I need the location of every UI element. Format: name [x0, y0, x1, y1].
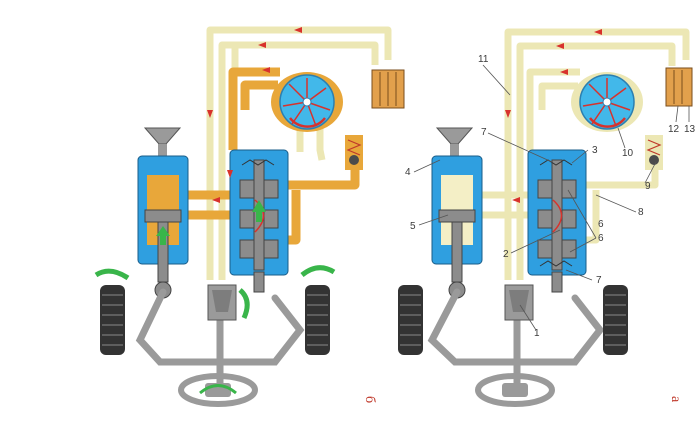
leader-lines [413, 64, 690, 331]
green-arrows-left [94, 265, 336, 320]
cooler-left [371, 69, 405, 109]
wheel-right-a [398, 285, 423, 355]
callout-3: 3 [592, 145, 598, 156]
flow-arrows-right [505, 29, 602, 203]
callout-4: 4 [405, 167, 411, 178]
callout-5: 5 [410, 221, 416, 232]
wheel-left-b [305, 285, 330, 355]
callout-6a: 6 [598, 233, 604, 244]
callout-7a: 7 [481, 127, 487, 138]
power-cylinder-right [431, 155, 483, 299]
callout-7b: 7 [596, 275, 602, 286]
callout-8: 8 [638, 207, 644, 218]
flow-arrows-left [207, 27, 302, 203]
steering-wheel-left [178, 373, 258, 407]
cooler-right [665, 67, 693, 107]
reservoir-right [435, 127, 474, 156]
panel-right-diagram [398, 28, 693, 407]
callout-13: 13 [684, 124, 695, 135]
callout-6b: 6 [598, 219, 604, 230]
power-cylinder-left [137, 155, 189, 299]
relief-valve-left [345, 135, 363, 170]
relief-valve-right [645, 135, 663, 170]
wheel-right-b [603, 285, 628, 355]
wheel-left-a [100, 285, 125, 355]
panel-letter-left: б [362, 396, 377, 403]
panel-left-diagram [94, 26, 405, 407]
panel-letter-right: а [668, 396, 683, 403]
callout-10: 10 [622, 148, 634, 159]
callout-9: 9 [645, 181, 651, 192]
control-valve-left [229, 149, 289, 293]
pump-left [271, 72, 343, 132]
callout-2: 2 [503, 249, 509, 260]
pump-right [571, 72, 643, 132]
callout-11: 11 [478, 54, 489, 65]
steering-wheel-right [475, 373, 555, 407]
steering-box-left [207, 284, 237, 321]
reservoir-left [143, 127, 182, 156]
steering-box-right [504, 284, 534, 321]
callout-12: 12 [668, 124, 680, 135]
callout-1: 1 [534, 328, 540, 339]
control-valve-right [527, 149, 587, 293]
